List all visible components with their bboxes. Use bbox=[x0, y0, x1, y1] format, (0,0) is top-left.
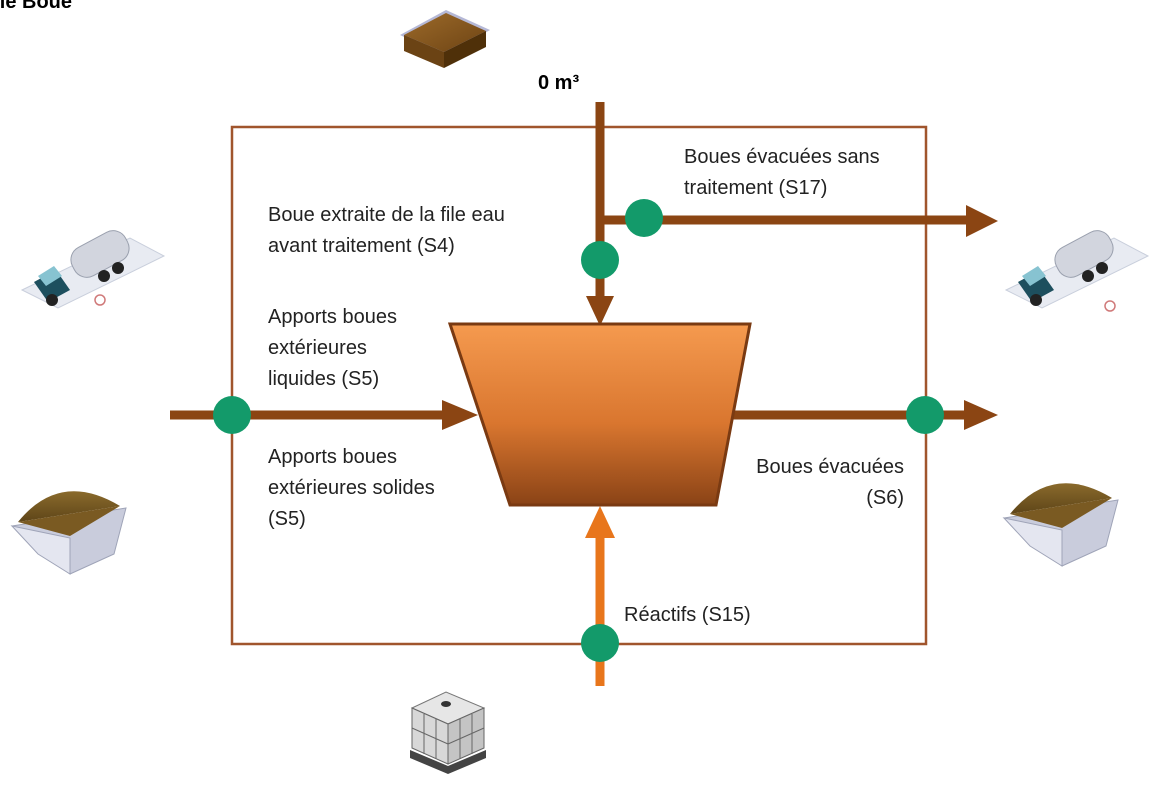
sludge-skip-icon-left bbox=[10, 491, 127, 575]
tanker-truck-icon-left bbox=[20, 230, 166, 309]
treatment-boundary bbox=[230, 125, 928, 646]
label-s15-line-1: Réactifs (S15) bbox=[624, 604, 751, 626]
flow-s15-arrowhead bbox=[585, 506, 615, 538]
sludge-skip-icon-right bbox=[1002, 483, 1119, 567]
sludge-block-icon bbox=[400, 10, 490, 68]
label-s6-line-2: (S6) bbox=[866, 487, 904, 509]
label-s6: Boues évacuées (S6) bbox=[722, 452, 904, 514]
label-s17-line-1: Boues évacuées sans bbox=[684, 146, 880, 168]
label-s5-solid-line-1: Apports boues bbox=[268, 446, 397, 468]
ibc-container-icon bbox=[410, 691, 486, 774]
node-s5 bbox=[213, 396, 251, 434]
sludge-treatment-tank bbox=[447, 322, 752, 507]
node-s6 bbox=[906, 396, 944, 434]
label-s6-line-1: Boues évacuées bbox=[756, 456, 904, 478]
flow-s4-arrowhead bbox=[586, 296, 614, 326]
volume-readout: 0 m³ bbox=[538, 72, 580, 94]
flow-s17-arrowhead bbox=[966, 205, 998, 237]
label-s5-liquid: Apports boues extérieures liquides (S5) bbox=[268, 302, 397, 395]
label-s5-solid-line-3: (S5) bbox=[268, 508, 306, 530]
label-s15: Réactifs (S15) bbox=[624, 600, 751, 631]
flow-s6-arrowhead bbox=[964, 400, 998, 430]
label-s5-solid-line-2: extérieures solides bbox=[268, 477, 435, 499]
tanker-truck-icon-right bbox=[1004, 230, 1150, 312]
label-s4-line-1: Boue extraite de la file eau bbox=[268, 204, 505, 226]
label-s17-line-2: traitement (S17) bbox=[684, 177, 828, 199]
label-s5-liquid-line-2: extérieures bbox=[268, 337, 367, 359]
label-s4: Boue extraite de la file eau avant trait… bbox=[268, 200, 505, 262]
diagram-title: File Boue bbox=[0, 0, 73, 13]
node-s15 bbox=[581, 624, 619, 662]
flow-s5-arrowhead bbox=[442, 400, 478, 430]
label-s5-solid: Apports boues extérieures solides (S5) bbox=[268, 442, 435, 535]
node-s17 bbox=[625, 199, 663, 237]
label-s5-liquid-line-3: liquides (S5) bbox=[268, 368, 380, 390]
label-s5-liquid-line-1: Apports boues bbox=[268, 306, 397, 328]
label-s17: Boues évacuées sans traitement (S17) bbox=[684, 142, 880, 204]
node-s4 bbox=[581, 241, 619, 279]
label-s4-line-2: avant traitement (S4) bbox=[268, 235, 455, 257]
